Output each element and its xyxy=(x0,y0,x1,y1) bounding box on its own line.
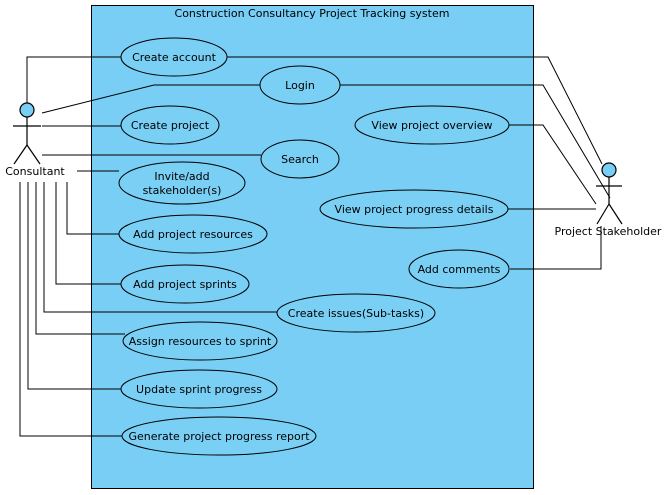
use-case-create-issues[interactable]: Create issues(Sub-tasks) xyxy=(276,293,436,333)
use-case-label: Create project xyxy=(131,119,210,132)
use-case-label: stakeholder(s) xyxy=(143,184,222,197)
actor-right-leg xyxy=(608,203,623,225)
actor-consultant[interactable]: Consultant xyxy=(5,102,65,178)
association-consultant-login xyxy=(41,84,261,114)
actor-head xyxy=(19,102,35,118)
association-consultant-assign-resources xyxy=(35,182,125,335)
use-case-label: Search xyxy=(281,153,319,166)
use-case-add-project-sprints[interactable]: Add project sprints xyxy=(120,264,250,304)
use-case-label: Add project sprints xyxy=(133,278,237,291)
use-case-create-project[interactable]: Create project xyxy=(120,105,220,145)
use-case-label: Login xyxy=(285,79,315,92)
use-case-add-project-resources[interactable]: Add project resources xyxy=(118,214,268,254)
use-case-login[interactable]: Login xyxy=(259,65,341,105)
use-case-generate-report[interactable]: Generate project progress report xyxy=(121,416,317,456)
use-case-label: Create account xyxy=(132,51,217,64)
use-case-view-project-overview[interactable]: View project overview xyxy=(354,105,510,145)
association-stakeholder-view-overview xyxy=(509,124,597,205)
use-case-label: Add comments xyxy=(418,263,501,276)
use-case-label: Generate project progress report xyxy=(128,430,310,443)
use-case-label: Add project resources xyxy=(133,228,253,241)
use-case-label: Create issues(Sub-tasks) xyxy=(288,307,424,320)
association-stakeholder-create-account xyxy=(227,56,603,165)
actor-left-leg xyxy=(596,203,610,225)
use-case-label: Assign resources to sprint xyxy=(129,335,272,348)
use-case-label: View project overview xyxy=(371,119,492,132)
actor-label: Consultant xyxy=(5,165,65,178)
association-consultant-update-progress xyxy=(27,182,122,390)
association-consultant-generate-report xyxy=(19,182,122,437)
association-consultant-add-resources xyxy=(66,182,119,235)
use-case-assign-resources[interactable]: Assign resources to sprint xyxy=(122,321,278,361)
use-case-label: Update sprint progress xyxy=(136,383,262,396)
association-stakeholder-add-comments xyxy=(510,226,602,270)
use-case-label: View project progress details xyxy=(335,203,494,216)
use-case-search[interactable]: Search xyxy=(260,139,340,179)
use-case-invite-stakeholder[interactable]: Invite/add stakeholder(s) xyxy=(118,161,246,205)
association-stakeholder-login xyxy=(340,84,611,199)
use-case-update-sprint-progress[interactable]: Update sprint progress xyxy=(120,369,278,409)
associations xyxy=(19,56,611,437)
use-case-add-comments[interactable]: Add comments xyxy=(408,249,510,289)
association-consultant-create-issues xyxy=(43,182,280,313)
use-case-label: Invite/add xyxy=(154,170,209,183)
system-title: Construction Consultancy Project Trackin… xyxy=(175,7,450,20)
association-consultant-create-account xyxy=(26,56,121,103)
use-cases: Create account Login Create project Sear… xyxy=(118,37,510,456)
actor-label: Project Stakeholder xyxy=(555,225,662,238)
actor-left-leg xyxy=(13,144,28,165)
use-case-create-account[interactable]: Create account xyxy=(120,37,228,77)
actor-right-leg xyxy=(26,144,41,165)
actor-project-stakeholder[interactable]: Project Stakeholder xyxy=(555,162,662,238)
actor-head xyxy=(601,162,617,178)
association-consultant-add-sprints xyxy=(55,182,122,285)
use-case-view-progress-details[interactable]: View project progress details xyxy=(319,189,509,229)
